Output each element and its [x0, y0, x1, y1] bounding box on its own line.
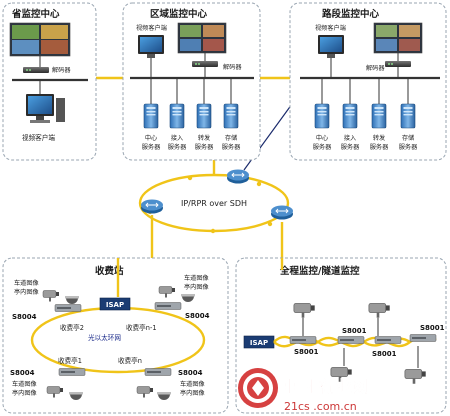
cam-booth-label: 亭内图像 — [14, 288, 39, 296]
decoder-icon — [192, 61, 218, 67]
server-label: 存储 — [402, 134, 414, 142]
server-label: 存储 — [225, 134, 237, 142]
switch-icon — [58, 368, 86, 376]
watermark-title: 中国 行业网 — [282, 377, 368, 396]
switch-icon — [154, 302, 182, 310]
panel-title: 收费站 — [95, 265, 124, 277]
panel-title: 路段监控中心 — [322, 8, 380, 20]
camera-group — [293, 302, 427, 385]
switch-label: S8001 — [342, 327, 367, 335]
region-center-panel: 区域监控中心 视频客户端 解码器 中心 — [122, 2, 261, 161]
cam-booth-label: 亭内图像 — [184, 283, 209, 291]
ring-label: 光以太环网 — [88, 333, 121, 342]
server-icon — [196, 103, 212, 129]
router-icon — [226, 169, 250, 184]
server-icon — [169, 103, 185, 129]
watermark: 中国 行业网 21cs .com.cn — [238, 368, 368, 413]
server-label: 接入 — [171, 134, 183, 142]
province-center-panel: 省监控中心 解码器 视频客户端 — [2, 2, 97, 161]
server-label: 服务器 — [222, 143, 241, 151]
switch-label: S8001 — [294, 348, 319, 356]
isap-label: ISAP — [106, 301, 124, 309]
cam-lane-label: 车道图像 — [12, 380, 37, 388]
computer-icon — [26, 94, 65, 123]
isap-label: ISAP — [250, 339, 268, 347]
decoder-icon — [23, 67, 49, 73]
decoder-icon — [385, 61, 411, 67]
switch-label: S8004 — [12, 313, 37, 321]
router-icon — [140, 199, 164, 214]
cam-lane-label: 车道图像 — [180, 380, 205, 388]
decoder-label: 解码器 — [366, 64, 385, 72]
panel-title: 省监控中心 — [11, 8, 60, 20]
booth-label: 收费亭n-1 — [126, 323, 157, 332]
cam-booth-label: 亭内图像 — [180, 389, 205, 397]
panel-title: 区域监控中心 — [150, 8, 208, 20]
server-icon — [400, 103, 416, 129]
switch-icon — [144, 368, 172, 376]
toll-station-panel: 收费站 ISAP 光以太环网 车道图像 亭内图像 S8004 收费亭2 车道图像… — [2, 257, 229, 414]
video-wall-icon — [9, 22, 71, 57]
server-label: 服务器 — [370, 143, 389, 151]
decoder-label: 解码器 — [223, 63, 242, 71]
cam-booth-label: 亭内图像 — [12, 389, 37, 397]
video-client-label: 视频客户端 — [315, 24, 346, 32]
isap-device: ISAP — [243, 335, 275, 349]
computer-icon — [138, 35, 164, 58]
road-center-panel: 路段监控中心 视频客户端 解码器 中心 — [289, 2, 447, 161]
computer-icon — [318, 35, 344, 58]
decoder-label: 解码器 — [52, 66, 71, 74]
router-icon — [270, 205, 294, 220]
switch-label: S8004 — [185, 312, 210, 320]
switch-label: S8004 — [10, 369, 35, 377]
watermark-url: 21cs .com.cn — [284, 400, 357, 413]
panel-title: 全程监控/隧道监控 — [279, 265, 360, 277]
switch-icon — [54, 304, 82, 312]
booth-label: 收费亭1 — [58, 356, 82, 365]
server-group: 中心 服务器 接入 服务器 转发 服务器 存储 服务器 — [313, 78, 418, 151]
sdh-ring-label: IP/RPR over SDH — [181, 199, 247, 208]
switch-icon — [337, 336, 365, 344]
server-label: 服务器 — [168, 143, 187, 151]
switch-label: S8001 — [372, 350, 397, 358]
server-icon — [223, 103, 239, 129]
server-label: 中心 — [316, 134, 328, 142]
switch-icon — [289, 336, 317, 344]
server-label: 服务器 — [341, 143, 360, 151]
server-icon — [342, 103, 358, 129]
server-label: 服务器 — [399, 143, 418, 151]
cam-lane-label: 车道图像 — [14, 279, 39, 287]
server-icon — [143, 103, 159, 129]
watermark-seal-icon — [238, 368, 278, 408]
switch-icon — [374, 336, 402, 344]
tunnel-monitor-panel: 全程监控/隧道监控 ISAP S8001 S8001 S8001 S8001 — [235, 257, 447, 414]
cam-lane-label: 车道图像 — [184, 274, 209, 282]
server-group: 中心 服务器 接入 服务器 转发 服务器 存储 服务器 — [142, 78, 241, 151]
isap-device: ISAP — [99, 297, 131, 311]
server-label: 接入 — [344, 134, 356, 142]
video-wall-icon — [373, 22, 423, 54]
server-label: 中心 — [145, 134, 157, 142]
video-client-label: 视频客户端 — [22, 133, 55, 142]
booth-label: 收费亭2 — [60, 323, 84, 332]
sdh-ring: IP/RPR over SDH — [138, 169, 294, 234]
server-label: 服务器 — [142, 143, 161, 151]
booth-label: 收费亭n — [118, 356, 142, 365]
server-label: 服务器 — [313, 143, 332, 151]
server-icon — [371, 103, 387, 129]
server-label: 转发 — [373, 134, 385, 142]
switch-icon — [409, 334, 437, 342]
server-label: 服务器 — [195, 143, 214, 151]
switch-label: S8001 — [420, 324, 445, 332]
video-wall-icon — [177, 22, 227, 54]
video-client-label: 视频客户端 — [136, 24, 167, 32]
server-icon — [314, 103, 330, 129]
switch-label: S8004 — [178, 369, 203, 377]
server-label: 转发 — [198, 134, 210, 142]
